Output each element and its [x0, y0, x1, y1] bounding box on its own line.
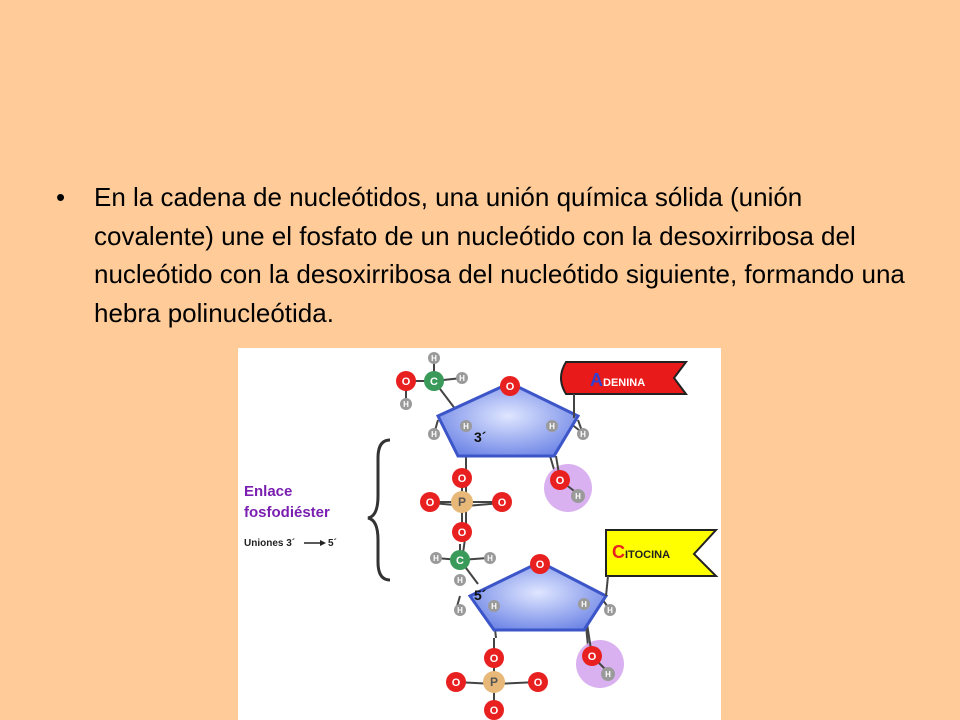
svg-text:O: O: [556, 475, 565, 487]
oxygen-atom: [396, 371, 416, 391]
svg-text:H: H: [605, 670, 611, 679]
nucleotide-diagram-svg: H C H O H O H H H H 3´ O: [244, 352, 719, 720]
svg-text:H: H: [457, 576, 463, 585]
svg-text:H: H: [581, 600, 587, 609]
prime-5-label: 5´: [474, 587, 487, 603]
svg-text:O: O: [490, 705, 499, 717]
svg-text:H: H: [431, 354, 437, 363]
bond-label-line1: Enlace: [244, 483, 292, 500]
svg-text:O: O: [536, 559, 545, 571]
svg-text:H: H: [575, 492, 581, 501]
bullet-marker: •: [56, 182, 66, 212]
svg-text:O: O: [458, 473, 467, 485]
svg-text:C: C: [430, 376, 438, 388]
adenine-flag: ADENINA: [560, 361, 688, 418]
bullet-paragraph: • En la cadena de nucleótidos, una unión…: [56, 178, 916, 332]
svg-text:H: H: [459, 374, 465, 383]
svg-text:O: O: [458, 527, 467, 539]
svg-text:H: H: [463, 422, 469, 431]
svg-text:P: P: [458, 495, 466, 509]
hydroxyl-halo: [544, 464, 592, 512]
svg-text:H: H: [457, 606, 463, 615]
nucleotide-diagram: H C H O H O H H H H 3´ O: [238, 348, 721, 720]
bottom-atoms: H C H H O H H H H 5´ O H: [430, 550, 624, 688]
svg-text:O: O: [506, 381, 515, 393]
arrow-icon: [304, 540, 326, 546]
slide-text: En la cadena de nucleótidos, una unión q…: [94, 182, 905, 328]
svg-text:H: H: [487, 554, 493, 563]
bond-label-line2: fosfodiéster: [244, 504, 330, 521]
phosphate-group-1: O O O P O: [420, 468, 512, 542]
svg-text:O: O: [426, 497, 435, 509]
carbon-atom: [424, 371, 444, 391]
svg-text:O: O: [498, 497, 507, 509]
svg-text:O: O: [588, 651, 597, 663]
svg-text:H: H: [491, 602, 497, 611]
svg-text:P: P: [490, 675, 498, 689]
bottom-deoxyribose: [467, 560, 609, 632]
svg-text:O: O: [490, 653, 499, 665]
svg-text:H: H: [433, 554, 439, 563]
unions-label-a: Uniones 3´: [244, 538, 295, 549]
svg-text:H: H: [431, 430, 437, 439]
svg-text:H: H: [580, 430, 586, 439]
top-deoxyribose: [435, 381, 581, 458]
svg-text:C: C: [456, 555, 464, 567]
svg-text:H: H: [403, 400, 409, 409]
bond-brace: [367, 438, 391, 582]
phosphorus-atom: [451, 491, 473, 513]
unions-label-b: 5´: [328, 538, 337, 549]
svg-text:H: H: [549, 422, 555, 431]
svg-text:O: O: [534, 677, 543, 689]
adenine-label: ADENINA: [590, 370, 645, 390]
svg-text:H: H: [607, 606, 613, 615]
cytosine-flag: CITOCINA: [605, 529, 719, 597]
prime-3-label: 3´: [474, 429, 487, 445]
top-atoms: H C H O H O H H H H 3´ O: [396, 352, 592, 512]
phosphate-group-2: O O O P O: [446, 648, 548, 720]
svg-text:O: O: [452, 677, 461, 689]
cytosine-label: CITOCINA: [612, 542, 670, 562]
svg-text:O: O: [402, 376, 411, 388]
